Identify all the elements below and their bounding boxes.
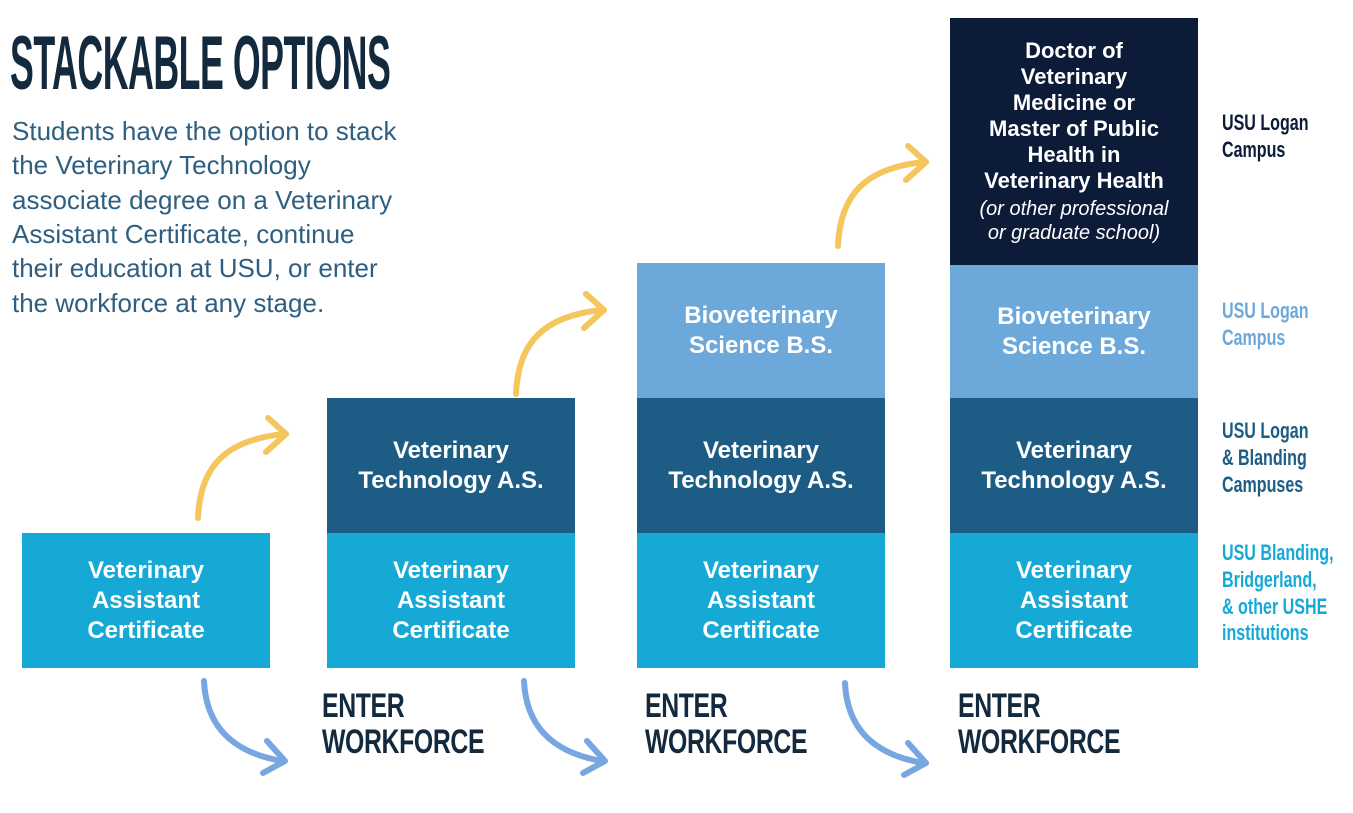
degree-box-associate: Veterinary Technology A.S. — [327, 398, 575, 533]
intro-paragraph: Students have the option to stack the Ve… — [12, 116, 397, 318]
enter-workforce-label-3: ENTER WORKFORCE — [958, 687, 1121, 762]
stack-up-arrow-3-icon — [835, 143, 929, 249]
campus-label-doctorate: USU Logan Campus — [1222, 110, 1309, 162]
degree-box-label: Veterinary Technology A.S. — [358, 436, 544, 494]
stack-up-arrow-2-icon — [513, 291, 607, 397]
degree-box-associate: Veterinary Technology A.S. — [950, 398, 1198, 533]
degree-box-label: Doctor of Veterinary Medicine or Master … — [984, 38, 1164, 193]
degree-box-bachelor: Bioveterinary Science B.S. — [637, 263, 885, 398]
degree-box-sublabel: (or other professional or graduate schoo… — [979, 197, 1169, 244]
degree-box-label: Veterinary Assistant Certificate — [1015, 556, 1133, 644]
stack-column-3: Bioveterinary Science B.S. Veterinary Te… — [637, 263, 885, 668]
degree-box-label: Veterinary Assistant Certificate — [392, 556, 510, 644]
enter-workforce-label-2: ENTER WORKFORCE — [645, 687, 808, 762]
stack-column-2: Veterinary Technology A.S. Veterinary As… — [327, 398, 575, 668]
degree-box-label: Veterinary Assistant Certificate — [702, 556, 820, 644]
page-title: STACKABLE OPTIONS — [10, 21, 391, 106]
degree-box-certificate: Veterinary Assistant Certificate — [327, 533, 575, 668]
degree-box-label: Veterinary Technology A.S. — [668, 436, 854, 494]
enter-workforce-label-1: ENTER WORKFORCE — [322, 687, 485, 762]
stack-up-arrow-1-icon — [195, 415, 289, 521]
stack-column-4: Doctor of Veterinary Medicine or Master … — [950, 18, 1198, 668]
stack-column-1: Veterinary Assistant Certificate — [22, 533, 270, 668]
degree-box-certificate: Veterinary Assistant Certificate — [22, 533, 270, 668]
degree-box-bachelor: Bioveterinary Science B.S. — [950, 265, 1198, 398]
workforce-down-arrow-3-icon — [842, 680, 929, 778]
degree-box-doctorate: Doctor of Veterinary Medicine or Master … — [950, 18, 1198, 265]
degree-box-label: Bioveterinary Science B.S. — [997, 302, 1151, 360]
degree-box-certificate: Veterinary Assistant Certificate — [637, 533, 885, 668]
campus-label-certificate: USU Blanding, Bridgerland, & other USHE … — [1222, 540, 1334, 646]
workforce-down-arrow-1-icon — [201, 678, 288, 776]
degree-box-certificate: Veterinary Assistant Certificate — [950, 533, 1198, 668]
workforce-down-arrow-2-icon — [521, 678, 608, 776]
degree-box-label: Bioveterinary Science B.S. — [684, 301, 838, 359]
degree-box-label: Veterinary Assistant Certificate — [87, 556, 205, 644]
campus-label-bachelor: USU Logan Campus — [1222, 298, 1309, 350]
campus-label-associate: USU Logan & Blanding Campuses — [1222, 418, 1309, 497]
degree-box-associate: Veterinary Technology A.S. — [637, 398, 885, 533]
degree-box-label: Veterinary Technology A.S. — [981, 436, 1167, 494]
